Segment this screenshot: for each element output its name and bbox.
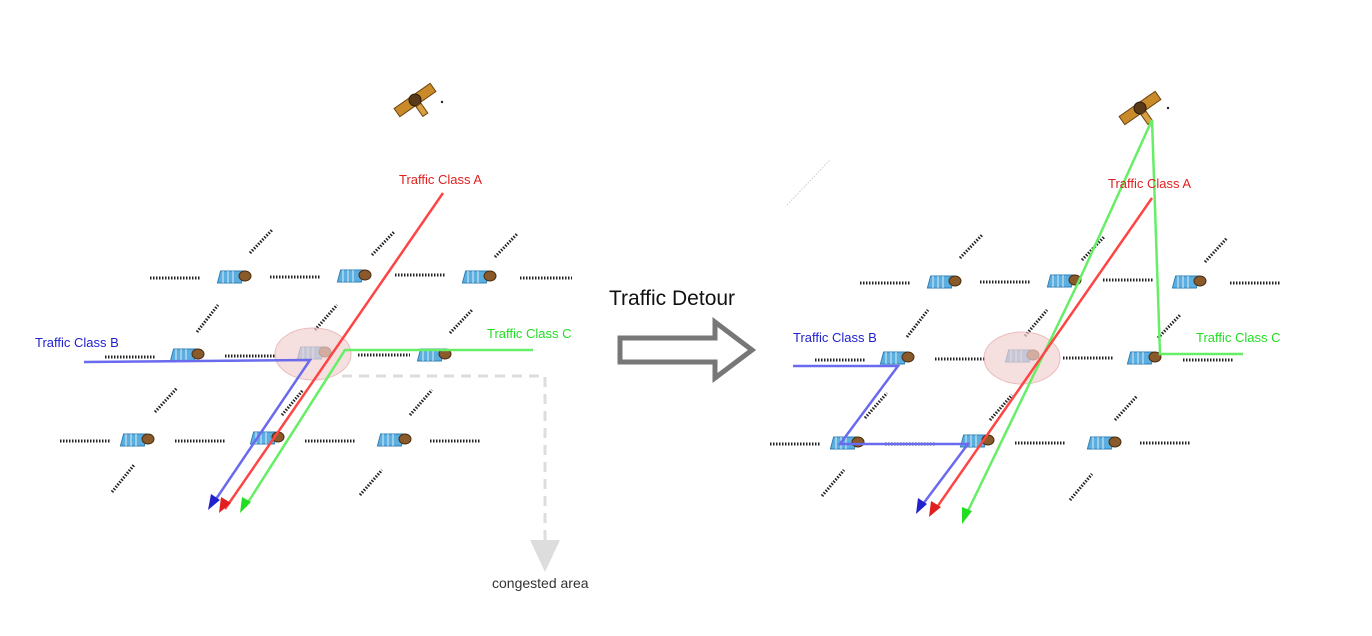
right-label-traffic-class-b: Traffic Class B: [793, 330, 877, 345]
left-label-traffic-class-c: Traffic Class C: [487, 326, 572, 341]
satellite-icon: [336, 269, 372, 283]
congested-area-arrowhead: [530, 540, 560, 572]
right-traffic-c-line: [963, 119, 1243, 518]
left-traffic-b-arrowhead: [208, 494, 220, 510]
satellite-icon: [1171, 275, 1207, 289]
satellite-icon: [376, 433, 412, 447]
satellite-icon: [926, 275, 962, 289]
detour-arrow-icon: [617, 316, 757, 384]
satellite-icon: [169, 348, 205, 362]
center-detour: Traffic Detour: [609, 287, 757, 384]
right-traffic-b-line: [793, 364, 971, 509]
left-traffic-a-arrowhead: [219, 497, 231, 513]
congested-area-pointer: [342, 374, 547, 550]
left-traffic-c-line: [243, 348, 533, 508]
satellite-icon: [216, 270, 252, 284]
left-traffic-c-arrowhead: [240, 497, 251, 513]
left-traffic-a-line: [223, 192, 445, 510]
right-label-traffic-class-c: Traffic Class C: [1196, 330, 1281, 345]
congested-area-highlight: [274, 327, 352, 381]
left-panel: Traffic Class A Traffic Class B Traffic …: [35, 82, 589, 591]
right-congested-area-highlight: [983, 331, 1061, 385]
satellite-icon: [879, 351, 915, 365]
left-link-dots: [60, 228, 572, 496]
right-traffic-a-line: [933, 197, 1154, 511]
right-label-traffic-class-a: Traffic Class A: [1108, 176, 1191, 191]
left-satellites: [119, 82, 497, 447]
geo-satellite-icon: [393, 82, 437, 118]
satellite-icon: [1126, 351, 1162, 365]
left-label-traffic-class-a: Traffic Class A: [399, 172, 482, 187]
traffic-detour-title: Traffic Detour: [609, 287, 735, 310]
right-panel: Traffic Class A Traffic Class B Traffic …: [770, 90, 1281, 524]
right-traffic-c-arrowhead: [962, 507, 972, 524]
right-traffic-a-arrowhead: [929, 501, 941, 517]
congested-area-label: congested area: [492, 575, 589, 591]
right-traffic-b-arrowhead: [916, 498, 927, 514]
left-traffic-b-line: [83, 358, 313, 506]
right-link-dots: [770, 159, 1280, 501]
right-satellites: [829, 90, 1207, 450]
satellite-icon: [119, 433, 155, 447]
left-label-traffic-class-b: Traffic Class B: [35, 335, 119, 350]
geo-satellite-icon: [1118, 90, 1162, 126]
satellite-icon: [1086, 436, 1122, 450]
satellite-icon: [461, 270, 497, 284]
